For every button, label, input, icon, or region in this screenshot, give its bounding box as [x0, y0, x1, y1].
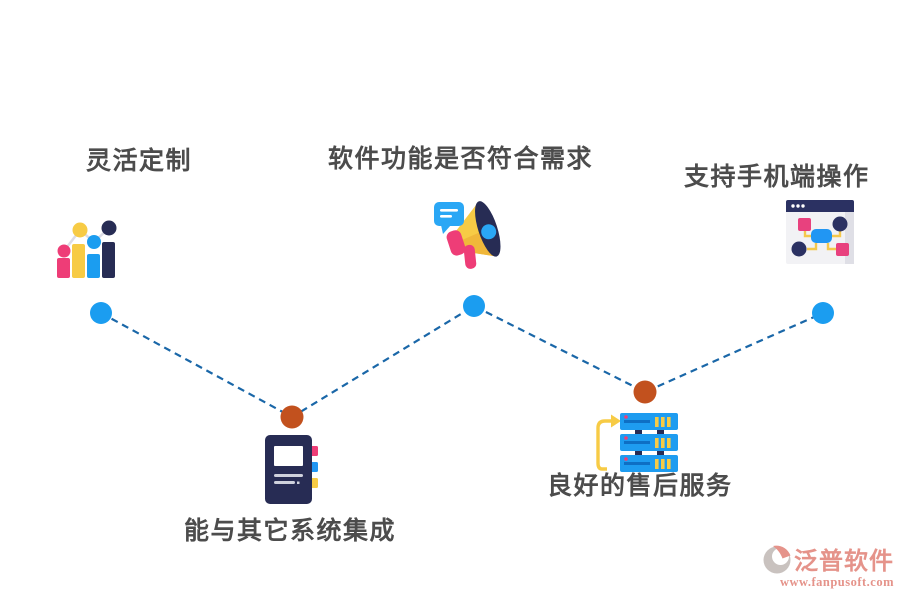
speech-bubble: [434, 202, 464, 234]
label-after-sales-service: 良好的售后服务: [547, 472, 733, 500]
browser-flowchart-icon: [786, 200, 854, 264]
node-dot-blue-1: [90, 302, 112, 324]
brand-watermark: 泛普软件 www.fanpusoft.com: [762, 541, 894, 590]
node-dot-blue-2: [463, 295, 485, 317]
label-mobile-support: 支持手机端操作: [684, 163, 870, 191]
label-flexible-customization: 灵活定制: [86, 147, 193, 175]
brand-website: www.fanpusoft.com: [779, 575, 894, 589]
node-dot-orange-2: [633, 380, 657, 404]
bar-chart-icon: [57, 220, 117, 278]
label-software-features-fit: 软件功能是否符合需求: [328, 145, 594, 173]
server-stack-icon: [596, 413, 678, 472]
node-dot-blue-3: [812, 302, 834, 324]
brand-name: 泛普软件: [794, 548, 894, 575]
fanpu-logo-icon: [763, 545, 791, 573]
notebook-icon: [265, 435, 318, 504]
dashed-line: [100, 304, 824, 419]
label-system-integration: 能与其它系统集成: [184, 517, 397, 545]
megaphone-icon: [434, 201, 501, 269]
node-dot-orange-1: [280, 405, 304, 429]
